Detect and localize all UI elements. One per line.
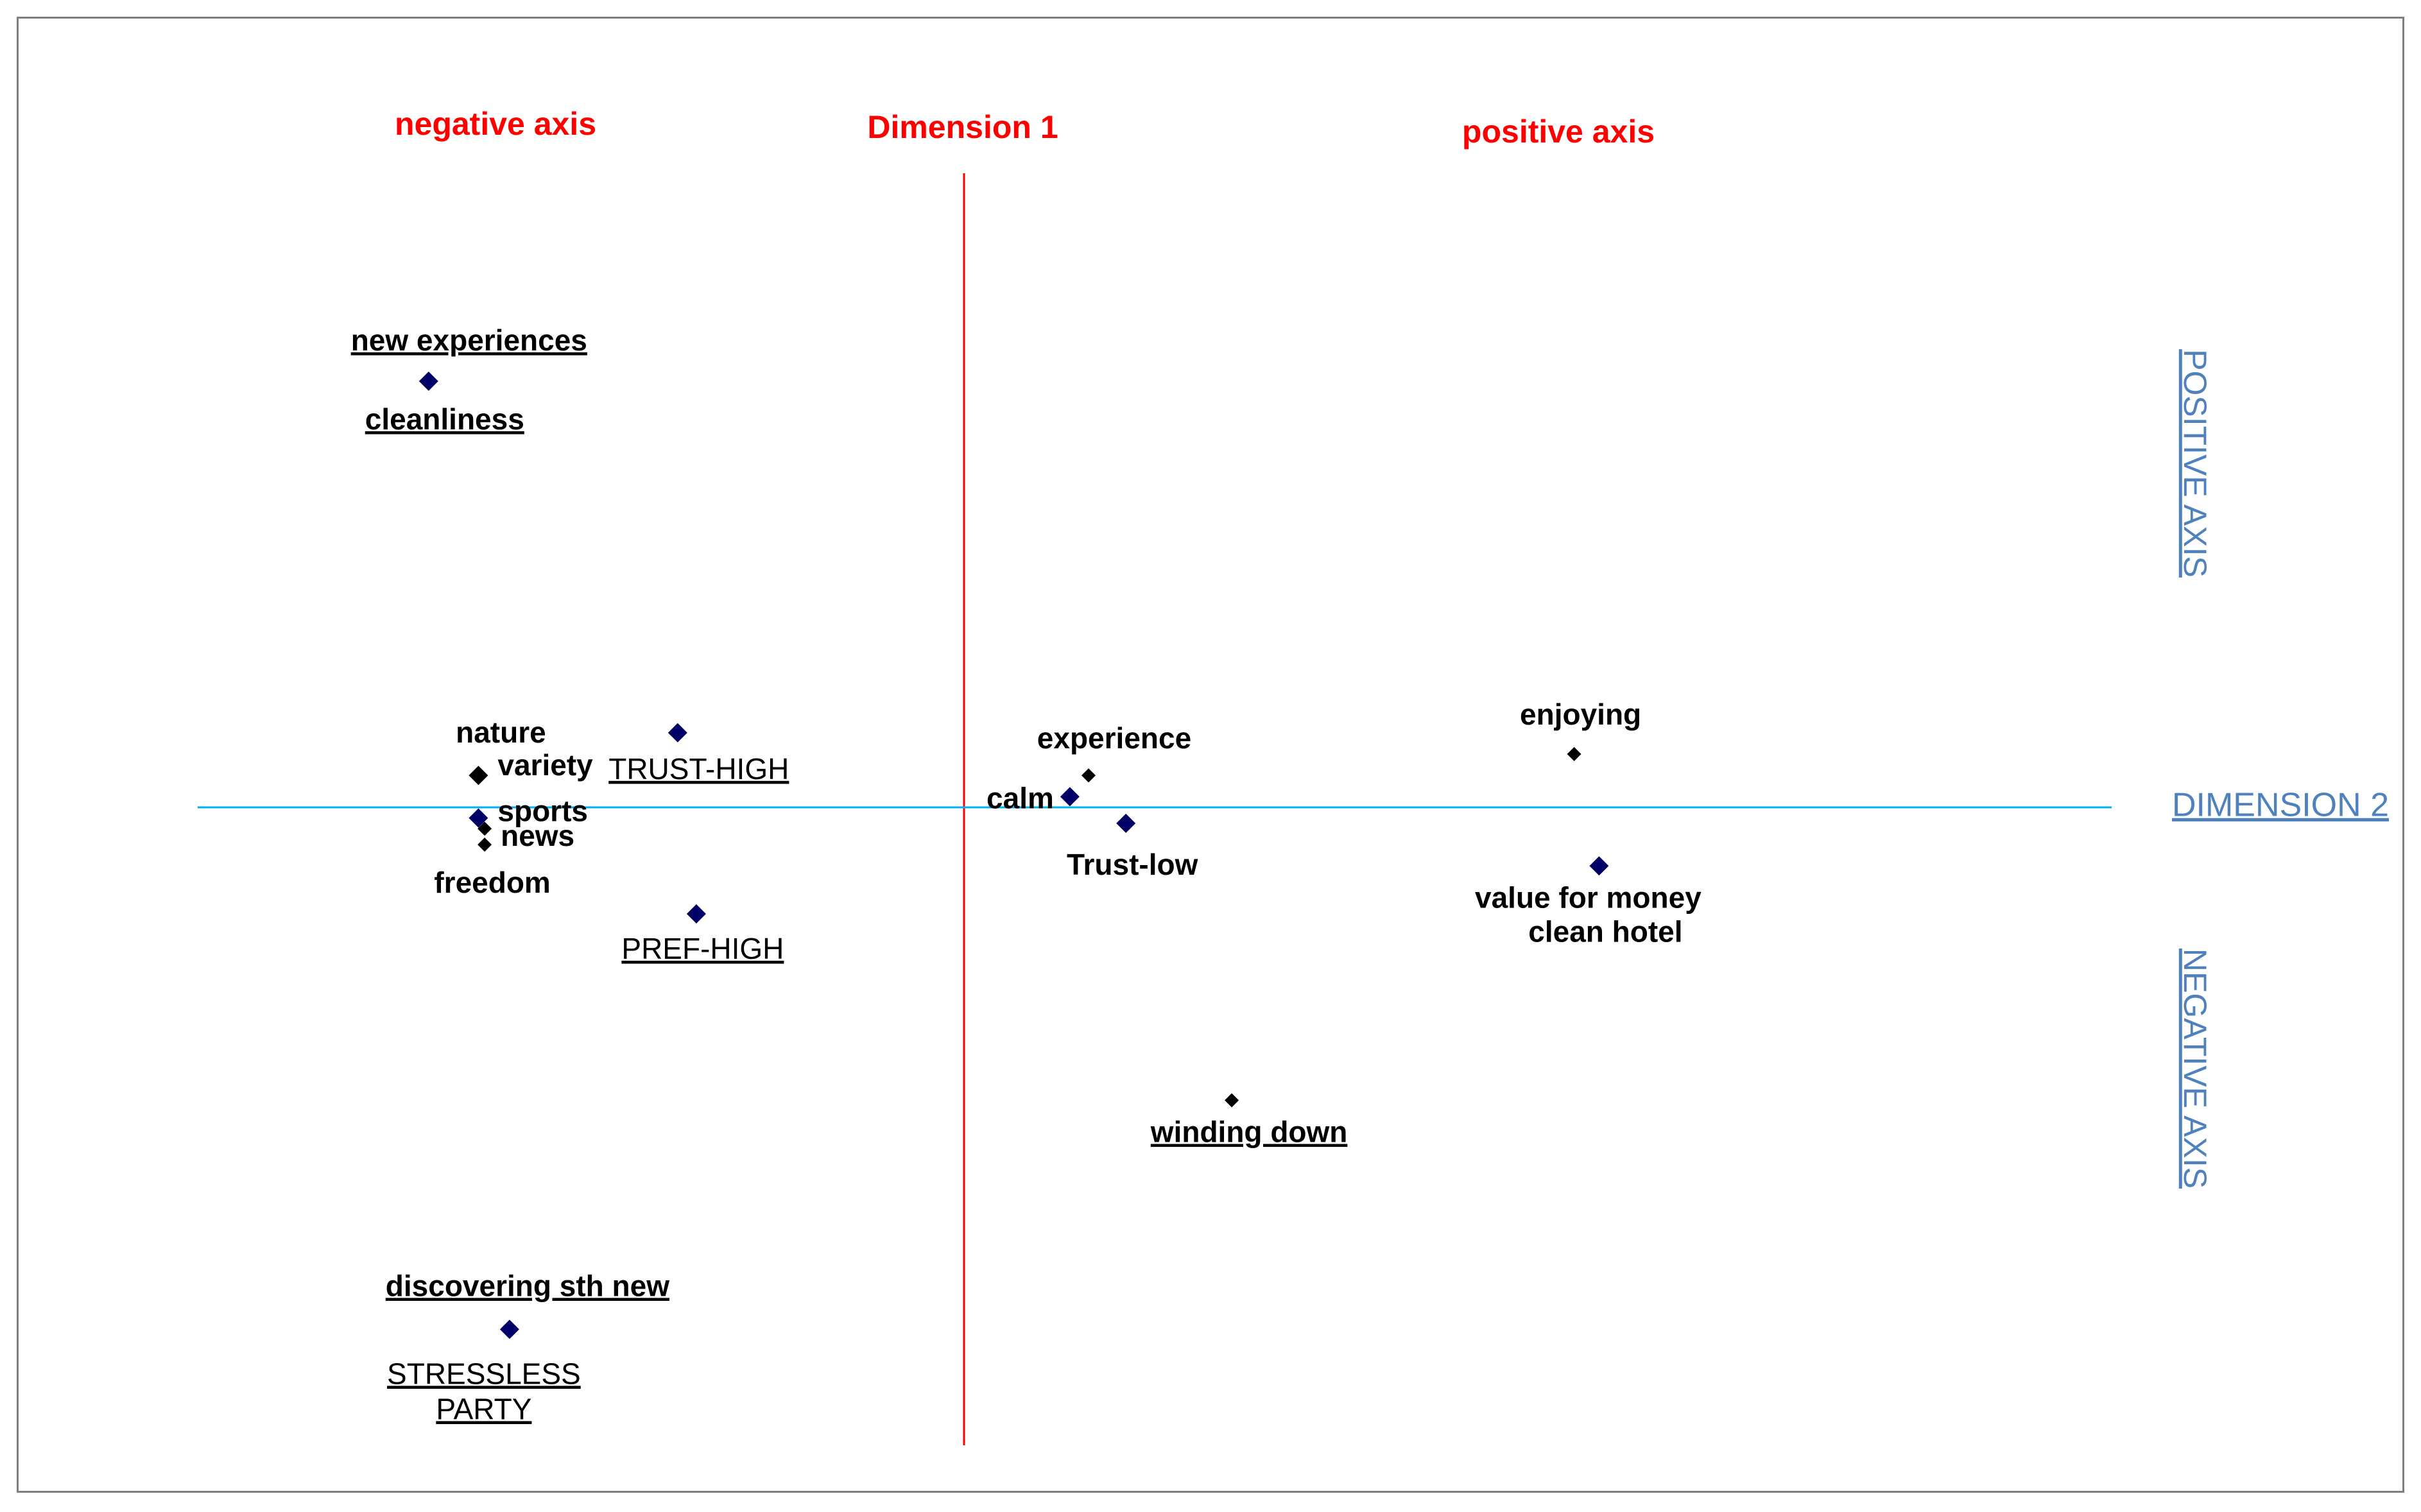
point-marker-p6: [499, 1319, 519, 1339]
point-marker-p11: [1116, 813, 1136, 833]
dimension-2-title: DIMENSION 2: [2172, 787, 2389, 824]
dimension-1-title: Dimension 1: [867, 109, 1058, 145]
point-label-p4-0: news: [501, 819, 574, 852]
dimension-1-positive-label: positive axis: [1462, 114, 1655, 150]
point-label-p1-1: cleanliness: [365, 402, 524, 436]
point-marker-p2: [469, 766, 488, 786]
point-label-p9-0: experience: [1037, 721, 1191, 755]
point-marker-p8: [686, 904, 706, 924]
point-label-p7-0: TRUST-HIGH: [608, 752, 789, 786]
dimension-2-positive-label: POSITIVE AXIS: [2177, 349, 2213, 578]
point-label-p6-0: discovering sth new: [386, 1269, 669, 1302]
point-marker-p1: [418, 372, 438, 391]
point-label-p13-0: enjoying: [1520, 698, 1641, 731]
point-label-p6-2: PARTY: [436, 1392, 531, 1425]
point-marker-p14: [1589, 856, 1609, 876]
point-label-p2-1: variety: [497, 748, 593, 782]
point-marker-p9: [1081, 768, 1096, 783]
point-marker-p12: [1225, 1093, 1239, 1108]
point-label-p11-0: Trust-low: [1067, 848, 1198, 881]
point-marker-p4: [478, 821, 492, 836]
point-marker-p13: [1567, 747, 1581, 761]
point-marker-p7: [668, 723, 687, 743]
point-marker-p5: [478, 838, 492, 852]
point-label-p14-0: value for money: [1475, 881, 1702, 914]
point-marker-p10: [1060, 787, 1080, 807]
point-marker-p3: [469, 808, 488, 828]
dimension-2-negative-label: NEGATIVE AXIS: [2177, 949, 2213, 1189]
point-label-p1-0: new experiences: [351, 323, 587, 357]
chart-frame: [17, 17, 2404, 1493]
point-label-p5-0: freedom: [434, 866, 550, 899]
point-label-p12-0: winding down: [1150, 1115, 1348, 1149]
points-layer: [418, 372, 1609, 1339]
dimension-1-negative-label: negative axis: [395, 106, 596, 142]
point-label-p8-0: PREF-HIGH: [621, 932, 784, 965]
point-label-p3-0: sports: [497, 795, 588, 828]
point-label-p14-1: clean hotel: [1528, 915, 1682, 948]
point-label-p6-1: STRESSLESS: [387, 1357, 581, 1390]
point-label-p2-0: nature: [456, 716, 546, 749]
point-label-p10-0: calm: [986, 781, 1054, 814]
